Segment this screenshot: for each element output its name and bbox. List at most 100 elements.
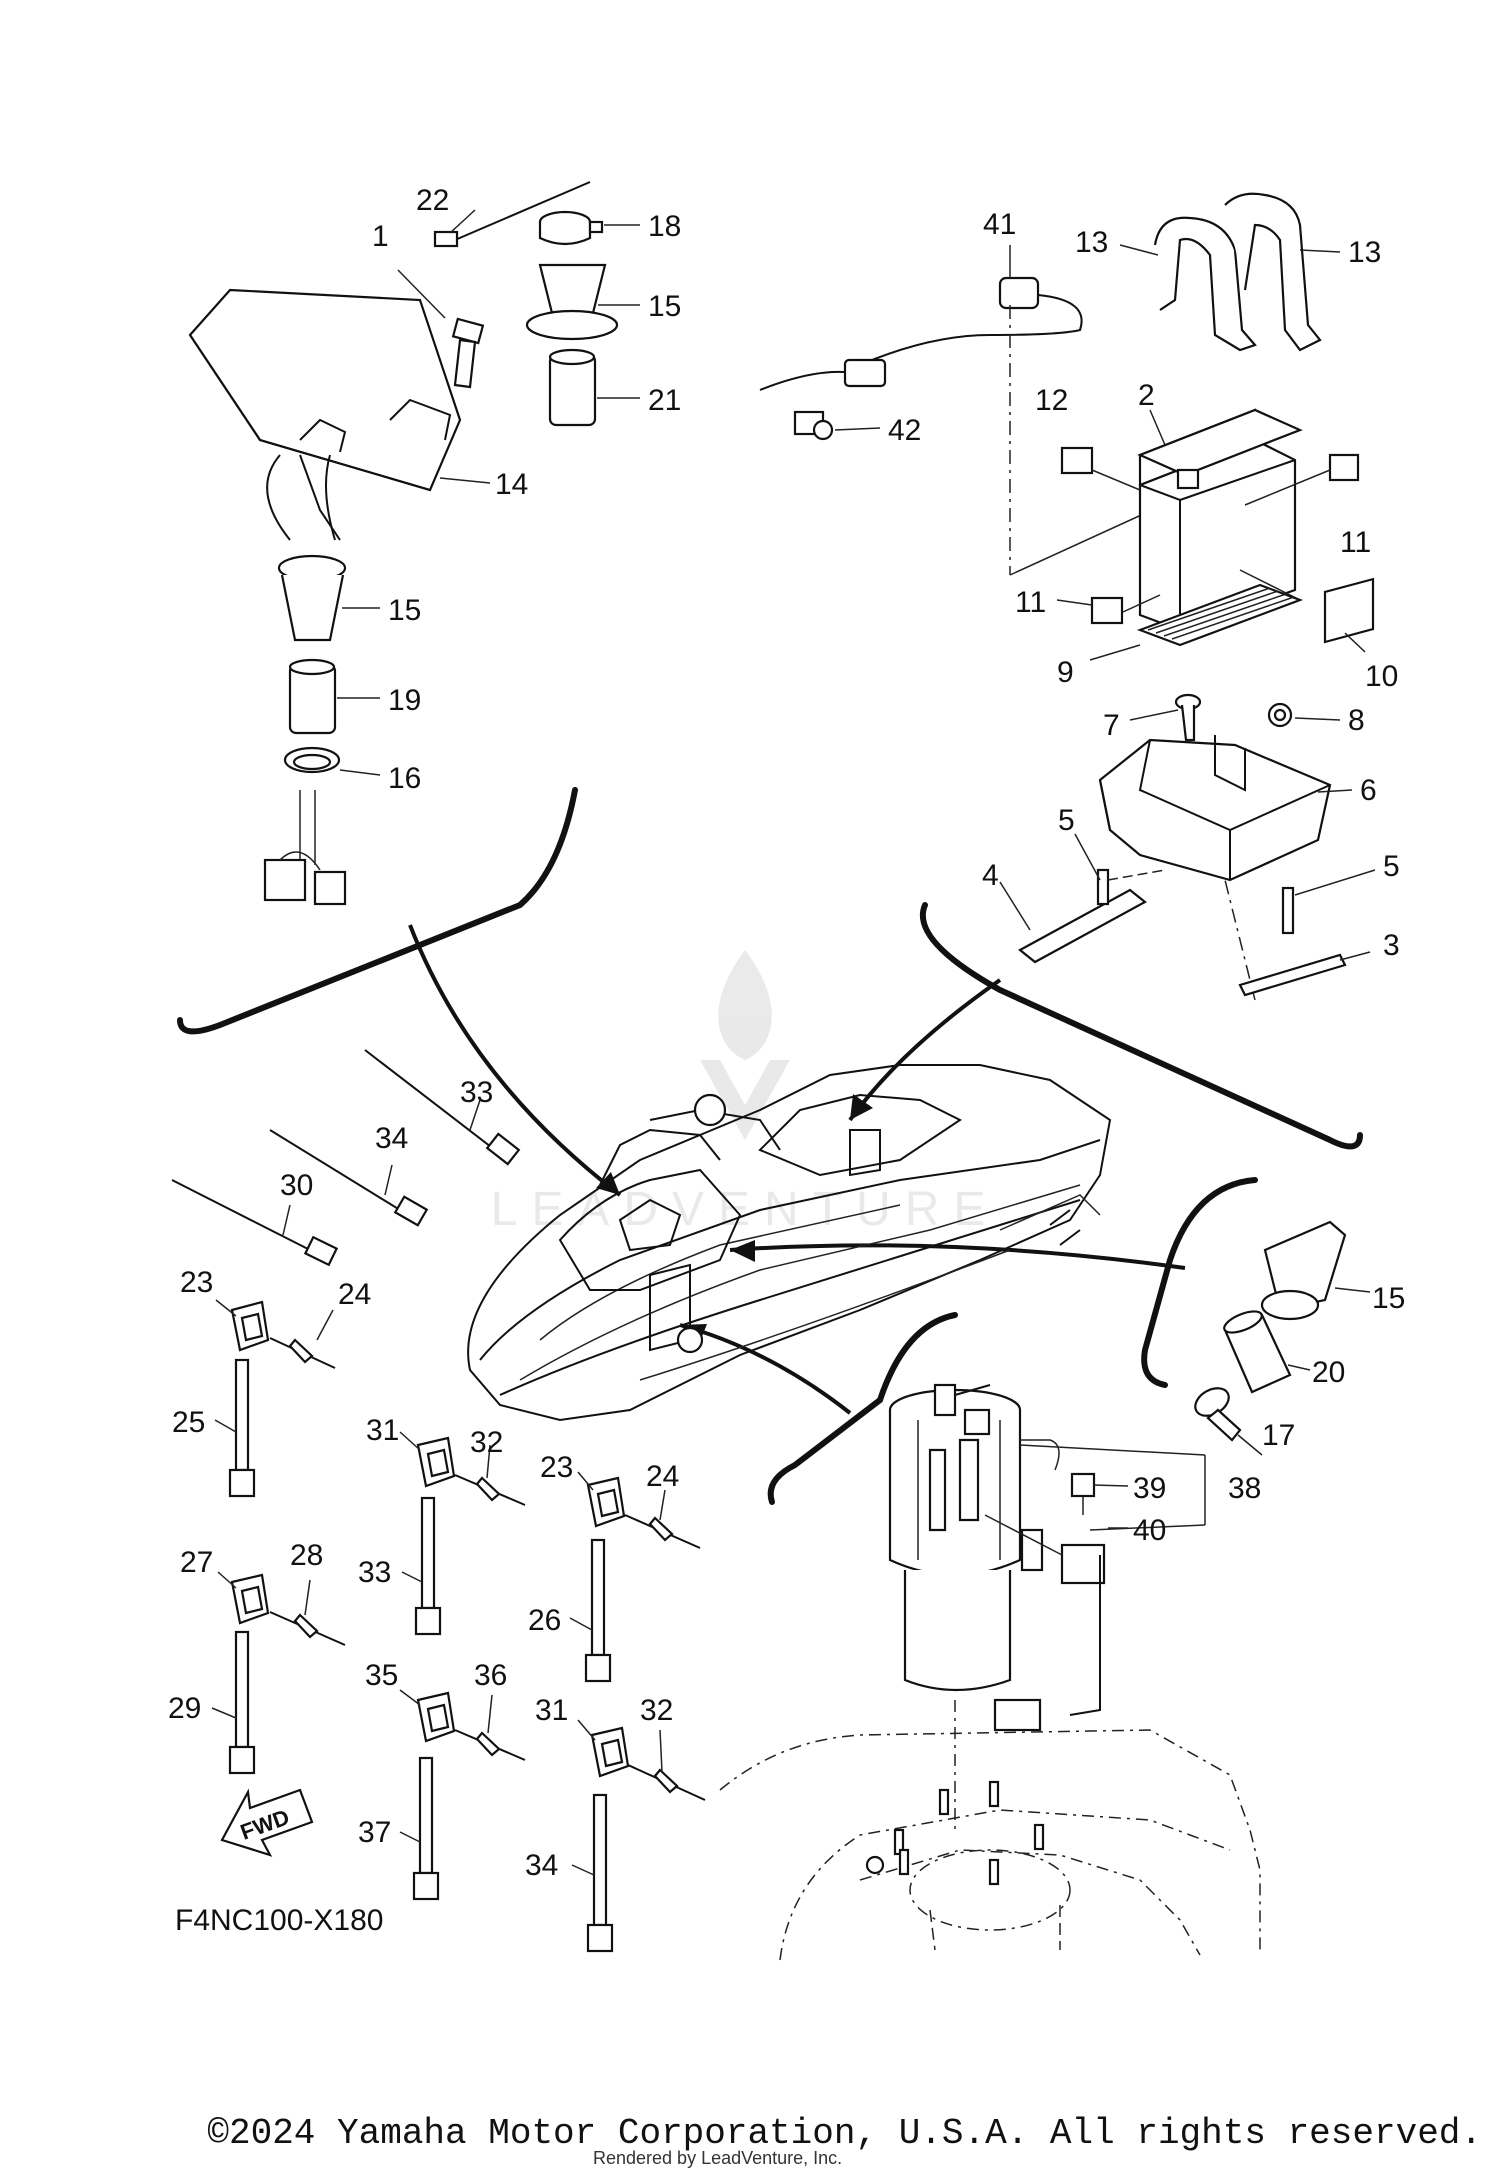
callout-31-top: 31 <box>366 1414 399 1447</box>
clamp-set-27-28-29 <box>211 1571 346 1775</box>
battery-2 <box>1137 408 1303 632</box>
callout-6: 6 <box>1360 774 1377 807</box>
callout-35: 35 <box>365 1659 398 1692</box>
clamp-set-31-32-34 <box>571 1719 706 1953</box>
clamp-16 <box>283 746 381 776</box>
cover-box-14 <box>188 288 491 541</box>
callout-23-left: 23 <box>180 1266 213 1299</box>
clamp-set-31-32-33 <box>399 1431 526 1636</box>
callout-brackets <box>177 787 1363 1505</box>
callout-33-bottom: 33 <box>358 1556 391 1589</box>
callout-14: 14 <box>495 468 528 501</box>
callout-5-right: 5 <box>1383 850 1400 883</box>
callout-24-left: 24 <box>338 1278 371 1311</box>
cable-tie-34-top <box>269 1129 429 1227</box>
callout-20: 20 <box>1312 1356 1345 1389</box>
battery-straps-13 <box>1119 192 1341 352</box>
tank-studs <box>865 1780 1045 1886</box>
lead-wire-41-42 <box>759 245 1186 576</box>
sleeve-20 <box>1223 1310 1311 1394</box>
pad-10 <box>1323 577 1375 644</box>
callout-13-right: 13 <box>1348 236 1381 269</box>
callout-32-bottom: 32 <box>640 1694 673 1727</box>
callout-11-right: 11 <box>1340 526 1371 559</box>
fuel-pump-assembly <box>719 1383 1261 1961</box>
cable-ties-loose <box>171 1049 521 1267</box>
callout-33-top: 33 <box>460 1076 493 1109</box>
callout-8: 8 <box>1348 704 1365 737</box>
nut-8 <box>1267 702 1341 728</box>
clamp-set-23-24-26 <box>569 1471 701 1683</box>
callout-23-mid: 23 <box>540 1451 573 1484</box>
callout-4: 4 <box>982 859 999 892</box>
callout-13-left: 13 <box>1075 226 1108 259</box>
drawing-code: F4NC100-X180 <box>175 1904 383 1937</box>
callout-40: 40 <box>1133 1514 1166 1547</box>
clamp-set-35-36-37 <box>399 1689 526 1901</box>
bolt-1 <box>397 269 485 389</box>
callout-30: 30 <box>280 1169 313 1202</box>
callout-5-left: 5 <box>1058 804 1075 837</box>
callout-42: 42 <box>888 414 921 447</box>
callout-27: 27 <box>180 1546 213 1579</box>
callout-28: 28 <box>290 1539 323 1572</box>
bracket-4 <box>999 833 1166 964</box>
cable-tie-22 <box>433 181 591 248</box>
cable-tie-30 <box>171 1179 339 1267</box>
callout-3: 3 <box>1383 929 1400 962</box>
callout-7: 7 <box>1103 709 1120 742</box>
callout-34-bottom: 34 <box>525 1849 558 1882</box>
grommet-15-right <box>1260 1220 1371 1321</box>
callout-38: 38 <box>1228 1472 1261 1505</box>
callout-32-top: 32 <box>470 1426 503 1459</box>
callout-21: 21 <box>648 384 681 417</box>
clamp-set-23-24-25 <box>214 1299 336 1498</box>
cap-17 <box>1194 1387 1263 1456</box>
fwd-arrow-icon: FWD <box>220 1788 314 1857</box>
callout-37: 37 <box>358 1816 391 1849</box>
callout-15-mid: 15 <box>388 594 421 627</box>
callout-22: 22 <box>416 184 449 217</box>
callout-25: 25 <box>172 1406 205 1439</box>
callout-36: 36 <box>474 1659 507 1692</box>
battery-tray-6 <box>1098 735 1353 882</box>
callout-1: 1 <box>372 220 389 253</box>
pad-11-right <box>1328 453 1360 482</box>
callout-15-top: 15 <box>648 290 681 323</box>
callout-15-right: 15 <box>1372 1282 1405 1315</box>
sleeve-19 <box>288 658 380 735</box>
grommet-15-mid <box>277 554 380 642</box>
fuel-pump-38 <box>888 1383 1206 1830</box>
callout-39: 39 <box>1133 1472 1166 1505</box>
callout-10: 10 <box>1365 660 1398 693</box>
callout-2: 2 <box>1138 379 1155 412</box>
callout-11-left: 11 <box>1015 586 1046 619</box>
sleeve-21 <box>548 348 640 427</box>
mat-9 <box>1089 583 1304 661</box>
callout-34-top: 34 <box>375 1122 408 1155</box>
battery-assembly <box>759 192 1376 1001</box>
callout-26: 26 <box>528 1604 561 1637</box>
rendered-by-credit: Rendered by LeadVenture, Inc. <box>593 2148 843 2168</box>
grommet-15-top <box>525 263 640 341</box>
watercraft-hull <box>467 1064 1112 1422</box>
bolt-7 <box>1129 693 1256 1001</box>
callout-labels: 22 18 1 15 21 14 15 19 16 41 13 13 42 12… <box>168 184 1405 1882</box>
callout-24-mid: 24 <box>646 1460 679 1493</box>
pad-12 <box>1060 446 1094 475</box>
callout-29: 29 <box>168 1692 201 1725</box>
bracket-3 <box>1238 869 1376 997</box>
copyright-notice: ©2024 Yamaha Motor Corporation, U.S.A. A… <box>207 2113 1482 2154</box>
pad-11-left <box>1090 596 1124 625</box>
callout-9: 9 <box>1057 656 1074 689</box>
callout-17: 17 <box>1262 1419 1295 1452</box>
callout-12: 12 <box>1035 384 1068 417</box>
callout-18: 18 <box>648 210 681 243</box>
callout-41: 41 <box>983 208 1016 241</box>
callout-31-bottom: 31 <box>535 1694 568 1727</box>
cap-18 <box>538 210 640 246</box>
cover-assembly <box>188 181 640 906</box>
grommet-set-right <box>1194 1220 1371 1456</box>
